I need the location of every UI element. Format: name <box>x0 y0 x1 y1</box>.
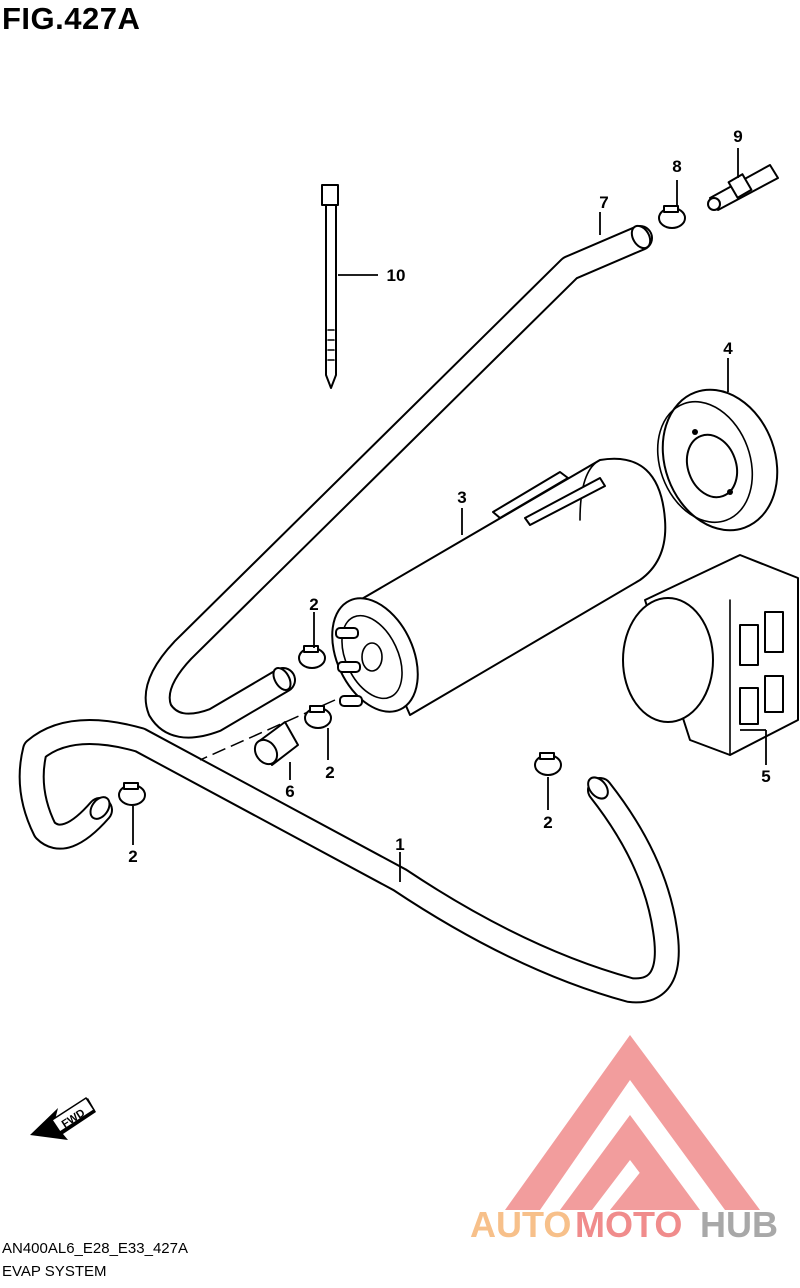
canister <box>331 457 667 716</box>
figure-name: EVAP SYSTEM <box>2 1263 107 1280</box>
clamp-4 <box>534 752 562 776</box>
clamp-upper <box>658 205 686 229</box>
cable-tie <box>321 184 339 389</box>
figure-code: AN400AL6_E28_E33_427A <box>2 1240 188 1257</box>
cap <box>253 721 299 766</box>
callout-2c: 2 <box>128 847 137 866</box>
joint-fitting <box>707 164 779 211</box>
callout-3: 3 <box>457 488 466 507</box>
callout-6: 6 <box>285 782 294 801</box>
callout-2b: 2 <box>325 763 334 782</box>
watermark-logo-icon <box>505 1035 760 1210</box>
watermark-text-moto: MOTO <box>575 1204 682 1245</box>
callout-10: 10 <box>387 266 406 285</box>
callout-4: 4 <box>723 339 733 358</box>
figure-title: FIG.427A <box>2 1 141 36</box>
cushion-ring <box>656 388 779 532</box>
clamp-1 <box>298 645 326 669</box>
callout-2a: 2 <box>309 595 318 614</box>
watermark-text-auto: AUTO <box>470 1204 571 1245</box>
clamp-2 <box>304 705 332 729</box>
hose-lower <box>18 719 680 1004</box>
clamp-3 <box>118 782 146 806</box>
callout-2d: 2 <box>543 813 552 832</box>
watermark-text-hub: HUB <box>700 1204 778 1245</box>
callout-8: 8 <box>672 157 681 176</box>
callout-7: 7 <box>599 193 608 212</box>
callout-1: 1 <box>395 835 404 854</box>
fwd-arrow-icon: FWD <box>30 1096 96 1140</box>
canister-holder <box>622 554 799 756</box>
hose-upper <box>144 224 653 739</box>
callout-5: 5 <box>761 767 770 786</box>
callout-9: 9 <box>733 127 742 146</box>
